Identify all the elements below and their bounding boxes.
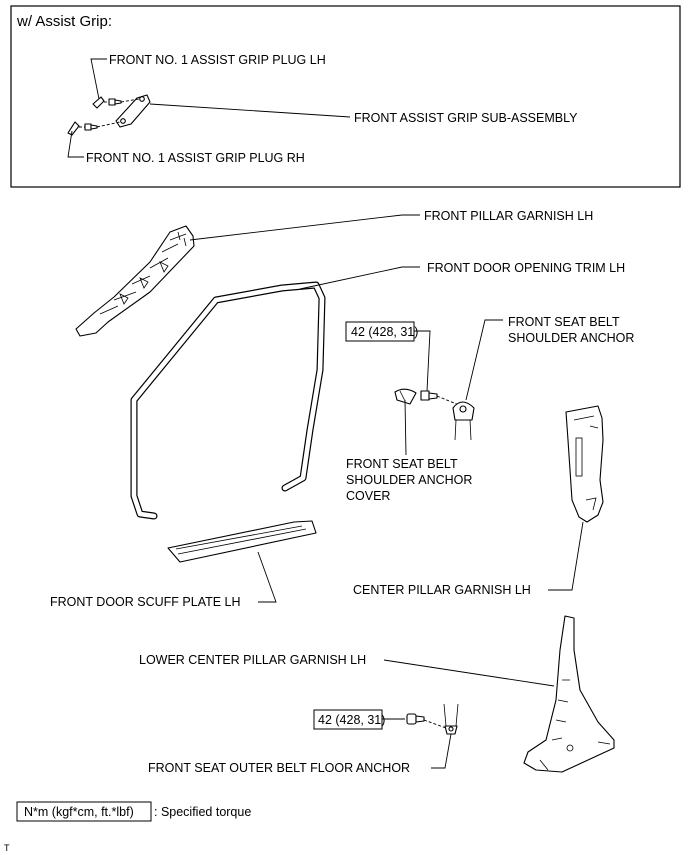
label-shoulder-anchor-line2: SHOULDER ANCHOR: [508, 331, 634, 345]
install-line: [96, 121, 121, 128]
label-floor-anchor: FRONT SEAT OUTER BELT FLOOR ANCHOR: [148, 761, 410, 775]
label-front-door-opening-trim: FRONT DOOR OPENING TRIM LH: [427, 261, 625, 275]
legend-description: : Specified torque: [154, 805, 251, 819]
label-plug-lh: FRONT NO. 1 ASSIST GRIP PLUG LH: [109, 53, 326, 67]
shoulder-anchor-cover: [394, 388, 417, 405]
torque-floor-anchor: 42 (428, 31): [318, 713, 385, 727]
leader-front-pillar-garnish: [189, 214, 420, 241]
front-door-opening-trim: [130, 281, 326, 520]
shoulder-anchor-torque-box: 42 (428, 31): [345, 321, 418, 342]
label-anchor-cover-line3: COVER: [346, 489, 390, 503]
label-front-pillar-garnish: FRONT PILLAR GARNISH LH: [424, 209, 593, 223]
assist-grip-inset: w/ Assist Grip: FRONT NO. 1 ASSIST: [10, 5, 681, 188]
install-line: [120, 98, 140, 103]
front-pillar-garnish: [75, 225, 195, 337]
label-anchor-cover-line1: FRONT SEAT BELT: [346, 457, 458, 471]
install-line: [436, 395, 460, 406]
install-line: [423, 719, 447, 729]
lower-center-pillar-garnish: [523, 615, 615, 773]
inset-frame: [10, 5, 681, 188]
leader-torque-shoulder: [414, 330, 431, 392]
assist-grip-screw-upper: [108, 98, 122, 106]
floor-anchor-bolt: [406, 713, 425, 725]
leader-grip-sub-assembly: [149, 103, 351, 118]
label-anchor-cover-line2: SHOULDER ANCHOR: [346, 473, 472, 487]
assist-grip-plug-rh: [67, 121, 80, 136]
front-door-scuff-plate: [167, 520, 317, 563]
assist-grip-sub-assembly: [115, 94, 151, 128]
assist-grip-screw-lower: [84, 123, 98, 131]
label-scuff-plate: FRONT DOOR SCUFF PLATE LH: [50, 595, 241, 609]
front-seat-belt-shoulder-anchor: [452, 401, 475, 441]
leader-plug-rh: [67, 130, 84, 158]
legend: N*m (kgf*cm, ft.*lbf) : Specified torque: [16, 801, 251, 822]
corner-mark: T: [4, 843, 10, 853]
shoulder-anchor-bolt: [420, 390, 438, 401]
leader-anchor-cover: [404, 399, 407, 456]
leader-plug-lh: [90, 58, 107, 100]
label-lower-center-pillar: LOWER CENTER PILLAR GARNISH LH: [139, 653, 366, 667]
leader-floor-anchor: [431, 733, 452, 769]
leader-shoulder-anchor: [465, 319, 503, 401]
label-shoulder-anchor-line1: FRONT SEAT BELT: [508, 315, 620, 329]
leader-lower-center-pillar: [383, 659, 555, 687]
assist-grip-plug-lh: [92, 96, 105, 109]
floor-anchor-torque-box: 42 (428, 31): [313, 709, 385, 730]
label-grip-sub-assembly: FRONT ASSIST GRIP SUB-ASSEMBLY: [354, 111, 578, 125]
center-pillar-garnish: [565, 405, 604, 523]
leader-scuff-plate: [257, 551, 277, 603]
torque-shoulder-anchor: 42 (428, 31): [351, 325, 418, 339]
leader-center-pillar-garnish: [548, 521, 584, 591]
leader-front-door-opening-trim: [299, 266, 420, 290]
legend-unit: N*m (kgf*cm, ft.*lbf): [24, 805, 134, 819]
label-center-pillar-garnish: CENTER PILLAR GARNISH LH: [353, 583, 531, 597]
front-seat-outer-belt-floor-anchor: [443, 703, 459, 735]
inset-title: w/ Assist Grip:: [16, 13, 112, 30]
label-plug-rh: FRONT NO. 1 ASSIST GRIP PLUG RH: [86, 151, 305, 165]
